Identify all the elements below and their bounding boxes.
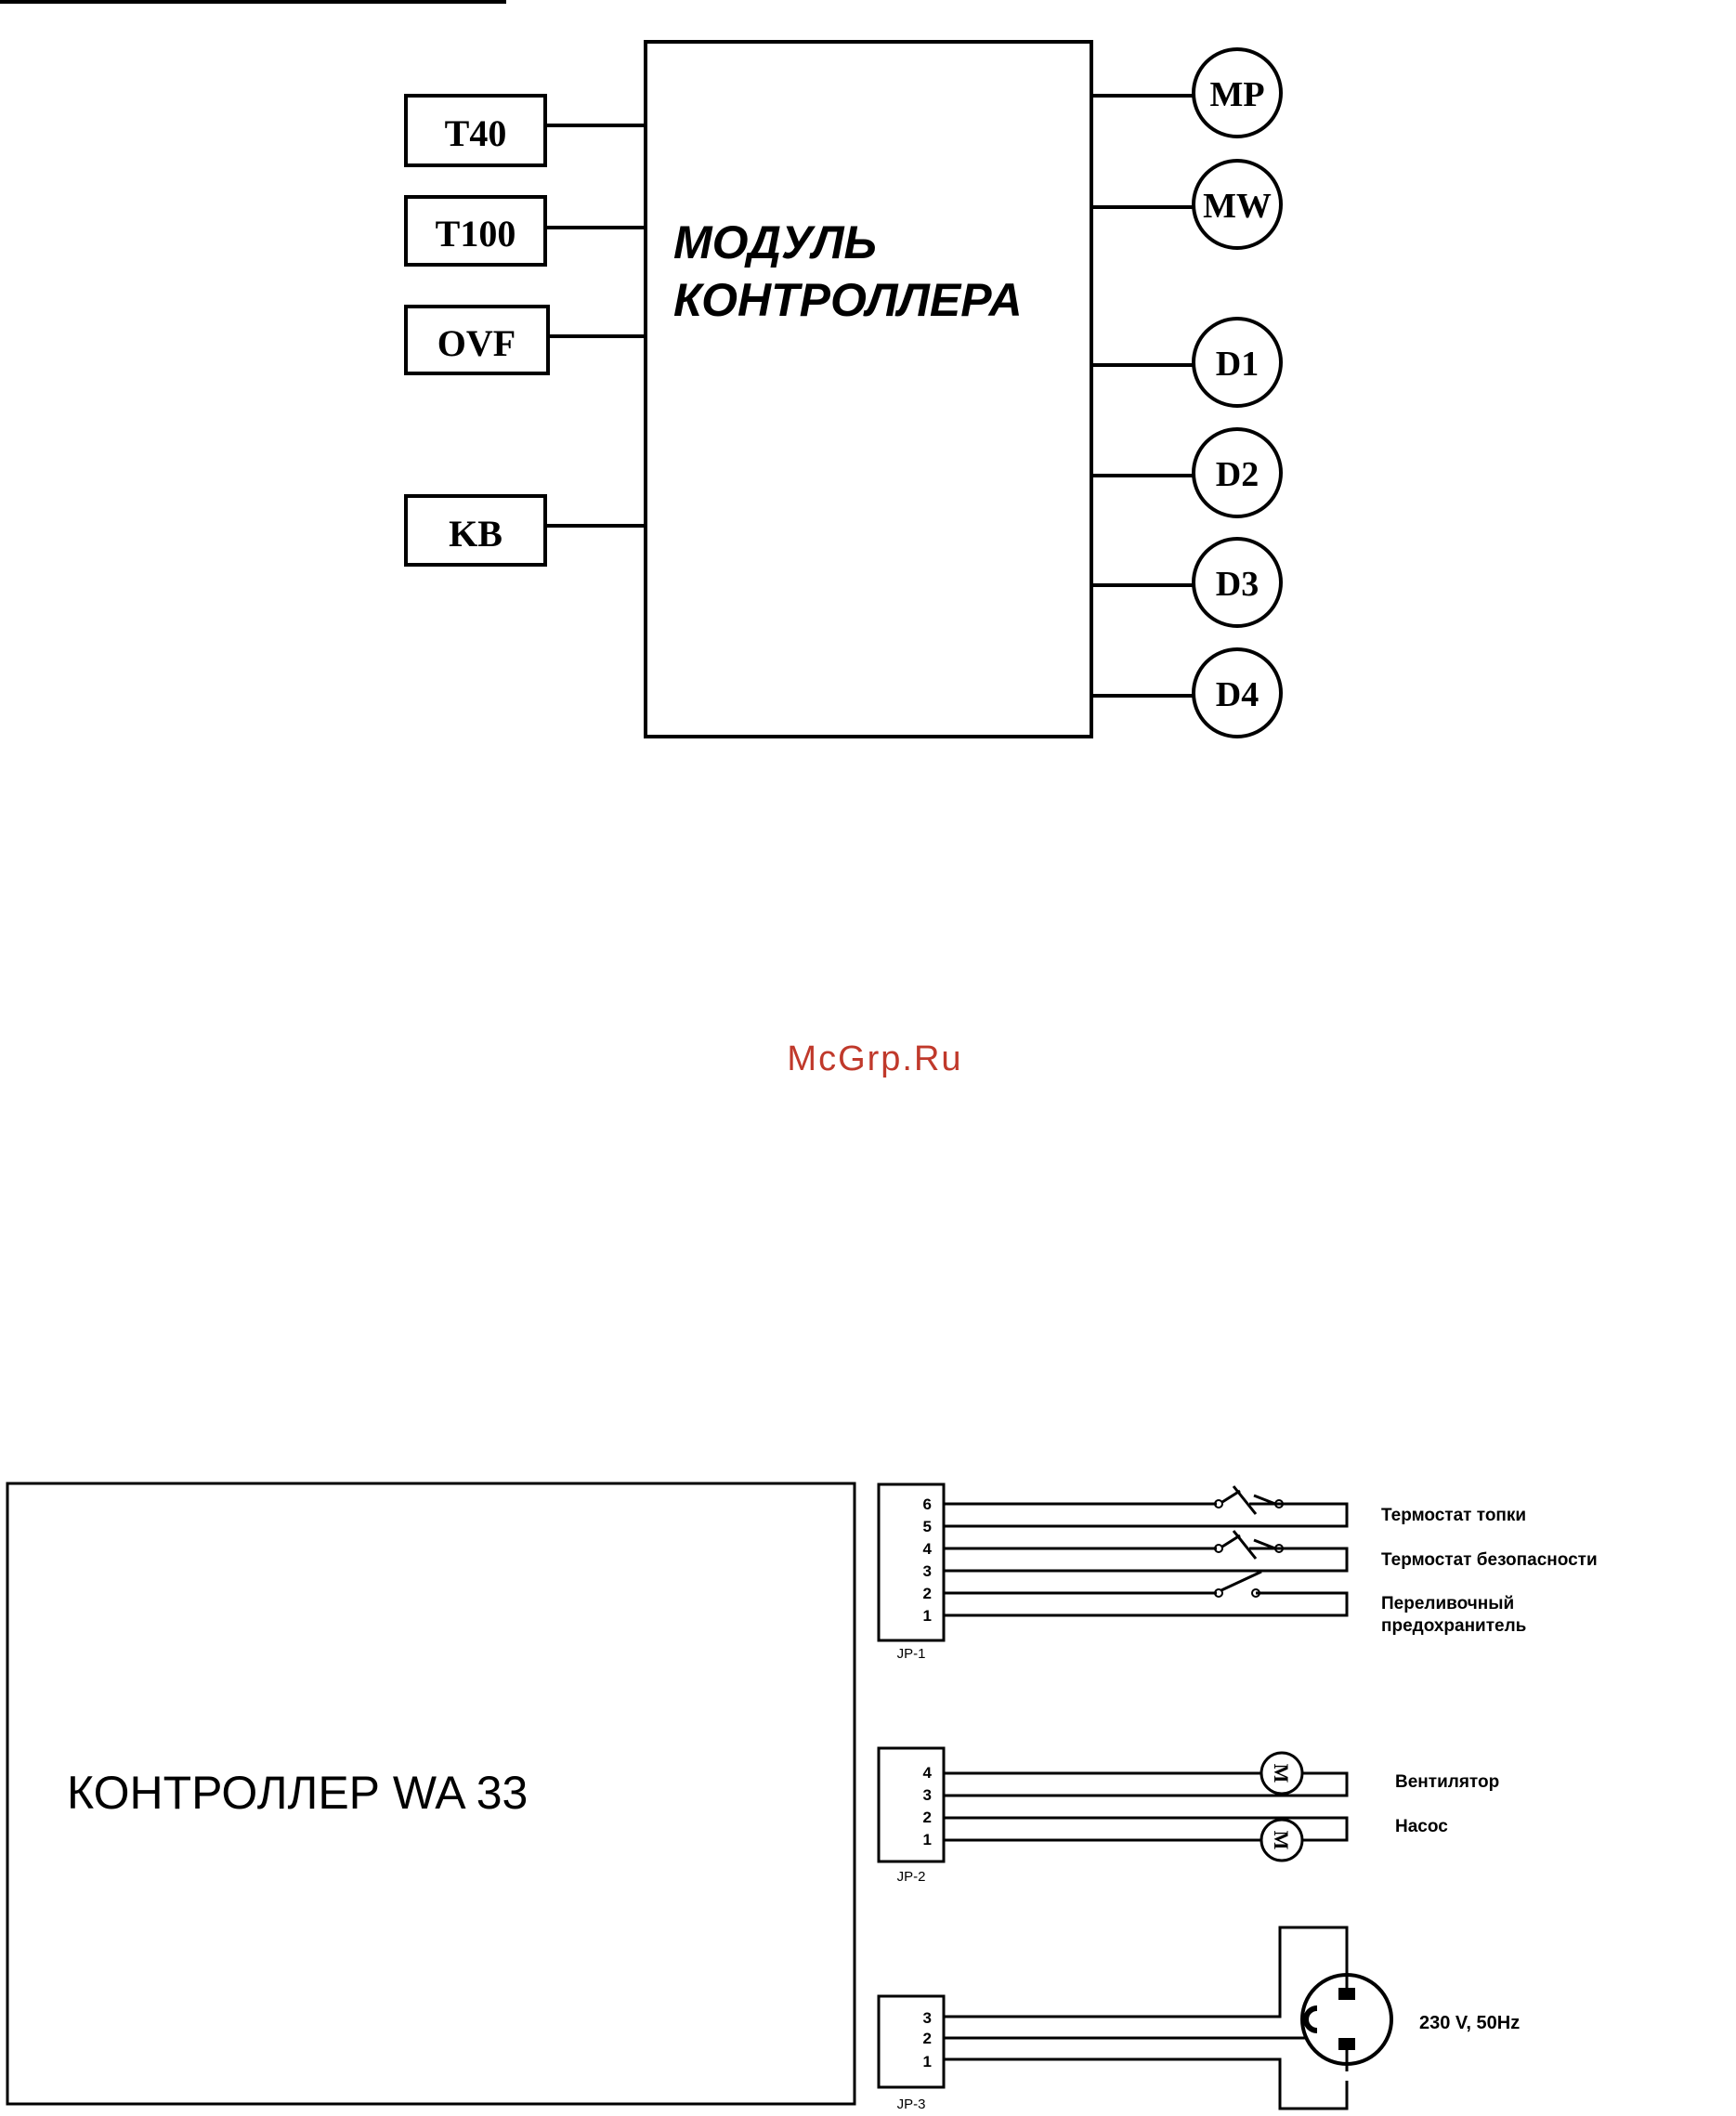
input-label: OVF [437,322,516,364]
input-kb: KB [406,496,646,565]
controller-wa33-label: КОНТРОЛЛЕР WA 33 [67,1767,528,1819]
input-t40: T40 [406,96,646,165]
input-ovf: OVF [406,307,646,373]
output-label: D3 [1216,565,1259,604]
overflow-switch-icon [1215,1572,1261,1597]
motor-letter: M [1270,1831,1293,1850]
pin-number: 3 [923,1786,932,1804]
pin-number: 1 [923,2053,932,2070]
power-socket-icon [1302,1971,1391,2071]
output-d3: D3 [1091,539,1281,626]
pin-number: 5 [923,1518,932,1535]
output-mw: MW [1091,161,1281,248]
controller-module-block [646,42,1091,737]
wiring-diagram: КОНТРОЛЛЕР WA 33 6 5 4 3 2 1 JP-1 [7,1483,1598,2112]
pin-number: 1 [923,1607,932,1625]
input-label: KB [449,513,503,555]
connector-name: JP-2 [897,1869,926,1885]
output-label: MP [1209,75,1264,114]
pin-number: 4 [923,1540,933,1558]
pin-number: 3 [923,2009,932,2027]
output-d1: D1 [1091,319,1281,406]
motor-letter: M [1270,1764,1293,1783]
connector-jp3: 3 2 1 JP-3 230 V, 50Hz [879,1927,1520,2112]
watermark-text: McGrp.Ru [787,1039,962,1078]
wire-pin3 [944,1927,1347,2017]
pin-number: 1 [923,1831,932,1848]
wire-loop-4-3 [944,1548,1347,1571]
pin-number: 2 [923,2030,932,2047]
connector-name: JP-3 [897,2096,926,2112]
module-title-line1: МОДУЛЬ [673,216,877,268]
pump-motor-icon: M [1261,1820,1302,1861]
connector-name: JP-1 [897,1646,926,1662]
thermostat-switch-icon [1215,1486,1283,1514]
connector-body [879,1484,944,1640]
pin-number: 2 [923,1585,932,1602]
label-fan: Вентилятор [1395,1772,1499,1792]
pin-number: 6 [923,1496,932,1513]
input-label: T40 [445,112,507,154]
label-overflow-line1: Переливочный [1381,1594,1514,1613]
connector-jp2: 4 3 2 1 JP-2 M M Вентилятор Насос [879,1748,1499,1885]
wire-loop-2-1 [944,1593,1347,1615]
connector-body [879,1748,944,1861]
label-safety-thermostat: Термостат безопасности [1381,1550,1598,1570]
label-pump: Насос [1395,1817,1448,1836]
label-furnace-thermostat: Термостат топки [1381,1506,1526,1525]
label-power-supply: 230 V, 50Hz [1419,2013,1520,2033]
output-label: D4 [1216,675,1259,714]
input-t100: T100 [406,197,646,265]
output-mp: MP [1091,49,1281,137]
output-label: MW [1203,187,1272,226]
input-label: T100 [436,213,516,255]
module-title-line2: КОНТРОЛЛЕРА [673,274,1023,326]
pin-number: 3 [923,1562,932,1580]
fan-motor-icon: M [1261,1753,1302,1794]
label-overflow-line2: предохранитель [1381,1616,1526,1636]
output-label: D2 [1216,455,1259,494]
block-diagram: МОДУЛЬ КОНТРОЛЛЕРА T40 T100 OVF KB MP [406,42,1281,737]
connector-body [879,1996,944,2087]
output-d2: D2 [1091,429,1281,516]
wire-loop-6-5 [944,1504,1347,1526]
thermostat-switch-icon [1215,1531,1283,1559]
pin-number: 4 [923,1764,933,1782]
output-label: D1 [1216,345,1259,384]
pin-number: 2 [923,1809,932,1826]
connector-jp1: 6 5 4 3 2 1 JP-1 [879,1484,1598,1662]
output-d4: D4 [1091,649,1281,737]
wire-pin1 [944,2059,1347,2109]
